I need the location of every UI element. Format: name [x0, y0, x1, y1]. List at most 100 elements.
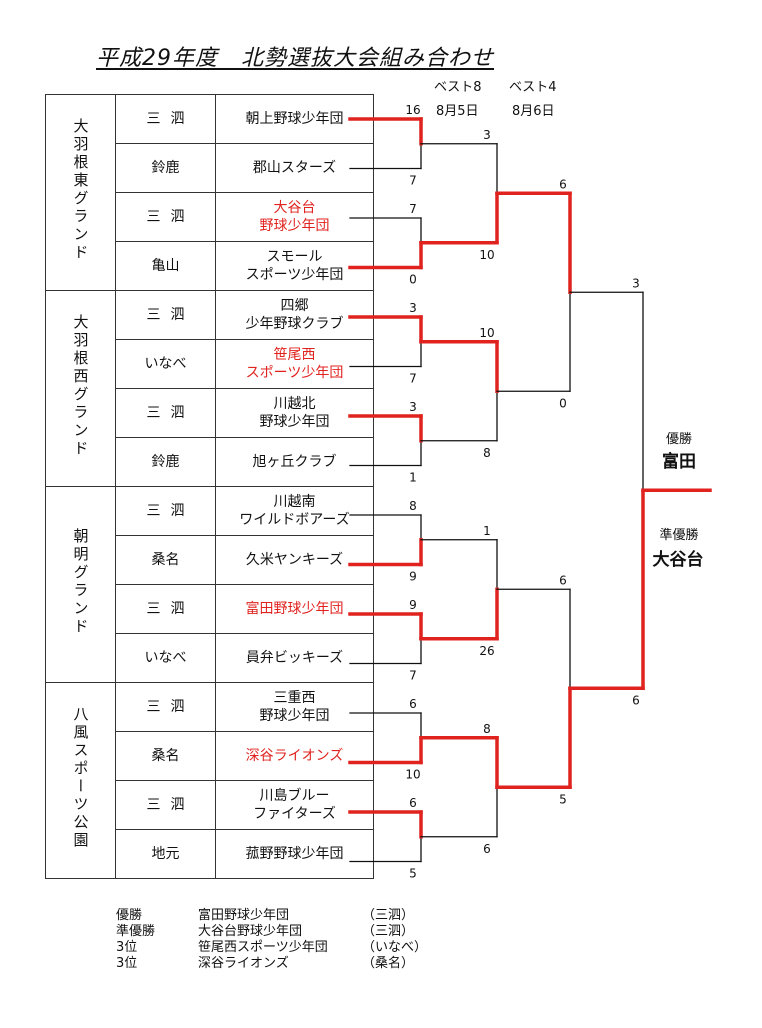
score-label: 8 [483, 446, 491, 460]
summary-row: 優勝 富田野球少年団 （三泗） [116, 908, 427, 924]
champion-name: 富田 [662, 452, 696, 472]
team-name: 三重西野球少年団 [215, 682, 374, 732]
team-area: いなべ [115, 633, 216, 683]
summary-row: 3位 深谷ライオンズ （桑名） [116, 956, 427, 972]
team-name: 川越北野球少年団 [215, 388, 374, 438]
team-area: 鈴鹿 [115, 143, 216, 193]
score-label: 6 [559, 177, 567, 191]
venue-name: 朝明グランド [71, 528, 90, 636]
team-name: 旭ヶ丘クラブ [215, 437, 374, 487]
summary-row: 3位 笹尾西スポーツ少年団 （いなべ） [116, 940, 427, 956]
team-name: 川島ブルーファイターズ [215, 780, 374, 830]
score-label: 8 [483, 722, 491, 736]
team-row: 鈴鹿旭ヶ丘クラブ [46, 437, 374, 487]
score-label: 16 [405, 103, 420, 117]
runner-up-label: 準優勝 [659, 528, 699, 543]
summary-area: （三泗） [362, 924, 415, 939]
champion-label: 優勝 [665, 432, 692, 447]
score-label: 6 [483, 842, 491, 856]
team-name: 深谷ライオンズ [215, 731, 374, 781]
team-area: 三泗 [115, 290, 216, 340]
score-label: 6 [632, 693, 640, 707]
score-label: 6 [409, 796, 417, 810]
venue-name: 大羽根東グランド [71, 118, 90, 262]
team-row: 三泗川島ブルーファイターズ [46, 780, 374, 830]
team-row: 鈴鹿郡山スターズ [46, 143, 374, 193]
team-row: 大羽根東グランド三泗 朝上野球少年団 [45, 94, 374, 291]
summary-team: 大谷台野球少年団 [198, 924, 303, 939]
score-label: 10 [405, 768, 420, 782]
team-area: 桑名 [115, 731, 216, 781]
team-name: 郡山スターズ [215, 143, 374, 193]
summary-row: 準優勝 大谷台野球少年団 （三泗） [116, 924, 427, 940]
score-label: 7 [409, 202, 417, 216]
summary-area: （いなべ） [362, 940, 428, 955]
team-name: 菰野野球少年団 [215, 829, 374, 879]
score-label: 3 [632, 276, 640, 290]
team-area: 亀山 [115, 241, 216, 291]
summary-area: （三泗） [362, 908, 415, 923]
header-best8-date: 8月5日 [436, 104, 479, 119]
team-row: 桑名深谷ライオンズ [46, 731, 374, 781]
team-row: 三泗富田野球少年団 [46, 584, 374, 634]
score-label: 6 [559, 573, 567, 587]
summary-team: 笹尾西スポーツ少年団 [198, 940, 328, 955]
team-row: 三泗大谷台野球少年団 [46, 192, 374, 242]
score-label: 1 [483, 524, 491, 538]
venue-cell: 朝明グランド [45, 486, 116, 683]
team-name: 川越南ワイルドボアーズ [215, 486, 374, 536]
score-label: 5 [559, 792, 567, 806]
score-label: 10 [479, 326, 494, 340]
score-label: 5 [409, 867, 417, 881]
venue-cell: 八風スポーツ公園 [45, 682, 116, 879]
team-area: 鈴鹿 [115, 437, 216, 487]
score-label: 9 [409, 598, 417, 612]
summary-rank: 準優勝 [116, 924, 156, 939]
team-name: 富田野球少年団 [215, 584, 374, 634]
team-area: 地元 [115, 829, 216, 879]
summary-rank: 3位 [116, 940, 138, 955]
score-label: 6 [409, 697, 417, 711]
team-name: 朝上野球少年団 [215, 94, 374, 144]
summary-rank: 3位 [116, 956, 138, 971]
runner-up-name: 大谷台 [652, 550, 704, 570]
team-row: いなべ員弁ビッキーズ [46, 633, 374, 683]
score-label: 7 [409, 669, 417, 683]
summary-rank: 優勝 [116, 908, 143, 923]
score-label: 7 [409, 372, 417, 386]
header-best4-date: 8月6日 [512, 104, 555, 119]
score-label: 7 [409, 174, 417, 188]
score-label: 10 [479, 248, 494, 262]
summary-team: 深谷ライオンズ [198, 956, 289, 971]
team-row: 大羽根西グランド 三泗四郷少年野球クラブ [45, 290, 374, 487]
team-area: 三泗 [115, 192, 216, 242]
header-best4: ベスト4 [509, 80, 557, 95]
score-label: 3 [409, 400, 417, 414]
team-area: 桑名 [115, 535, 216, 585]
results-summary: 優勝 富田野球少年団 （三泗） 準優勝 大谷台野球少年団 （三泗） 3位 笹尾西スポーツ少年団… [116, 908, 427, 972]
team-row: いなべ笹尾西スポーツ少年団 [46, 339, 374, 389]
team-name: 大谷台野球少年団 [215, 192, 374, 242]
score-label: 9 [409, 570, 417, 584]
team-row: 地元菰野野球少年団 [46, 829, 374, 879]
score-label: 3 [409, 301, 417, 315]
score-label: 8 [409, 499, 417, 513]
team-row: 三泗川越北野球少年団 [46, 388, 374, 438]
teams-table: 大羽根東グランド三泗朝上野球少年団鈴鹿郡山スターズ三泗大谷台野球少年団亀山スモー… [45, 94, 374, 879]
team-row: 朝明グランド三泗川越南ワイルドボアーズ [45, 486, 374, 683]
venue-name: 大羽根西グランド [71, 314, 90, 458]
header-best8: ベスト8 [434, 80, 482, 95]
team-row: 八風スポーツ公園 三泗三重西野球少年団 [45, 682, 374, 879]
summary-team: 富田野球少年団 [198, 908, 290, 923]
summary-area: （桑名） [362, 956, 415, 971]
team-name: 四郷少年野球クラブ [215, 290, 374, 340]
venue-cell: 大羽根西グランド [45, 290, 116, 487]
team-area: 三泗 [115, 682, 216, 732]
page-title: 平成29年度 北勢選抜大会組み合わせ [96, 46, 494, 71]
score-label: 26 [479, 644, 494, 658]
venue-name: 八風スポーツ公園 [71, 706, 90, 850]
score-label: 3 [483, 128, 491, 142]
score-label: 0 [409, 273, 417, 287]
team-name: 員弁ビッキーズ [215, 633, 374, 683]
